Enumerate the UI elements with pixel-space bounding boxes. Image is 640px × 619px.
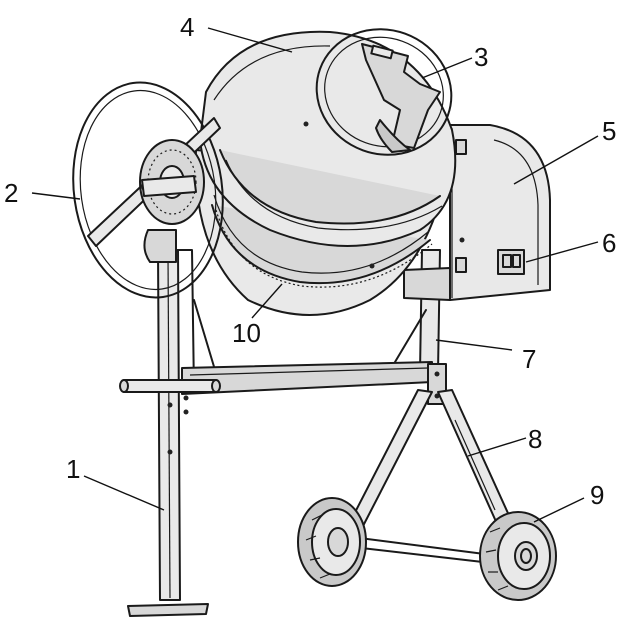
callout-6: 6 [602, 228, 616, 258]
mixing-paddle [361, 43, 441, 153]
callout-4: 4 [180, 12, 194, 42]
handwheel [72, 81, 224, 299]
front-leg [127, 249, 209, 617]
callout-3: 3 [474, 42, 488, 72]
power-switch [497, 249, 525, 275]
callout-5: 5 [602, 116, 616, 146]
callout-9: 9 [590, 480, 604, 510]
leader-lines [31, 27, 599, 523]
callout-10: 10 [232, 318, 261, 348]
callout-8: 8 [528, 424, 542, 454]
callout-1: 1 [66, 454, 80, 484]
callout-2: 2 [4, 178, 18, 208]
right-wheel [479, 511, 557, 601]
callout-7: 7 [522, 344, 536, 374]
drum-opening [315, 28, 453, 156]
left-wheel [297, 497, 367, 587]
